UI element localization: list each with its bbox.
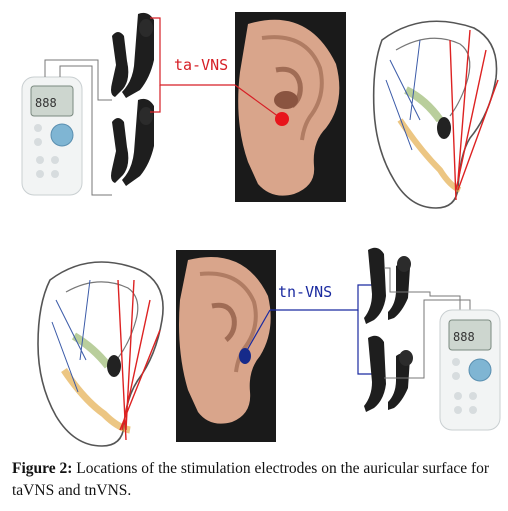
ear-photo [235,12,346,202]
ear-nerve-diagram [372,20,499,209]
electrode-dot [239,348,251,364]
ear-clip-electrode-icon [111,12,154,99]
ear-clip-electrode-icon [364,335,413,412]
svg-text:888: 888 [453,330,475,344]
figure-caption: Figure 2: Locations of the stimulation e… [12,458,502,502]
ta-vns-label: ta-VNS [174,56,228,74]
top-figure: 888 ta-VNS [21,12,499,209]
bottom-figure: tn-VNS 888 [37,247,501,447]
stimulator-device-icon: 888 [439,309,501,431]
stimulator-device-icon: 888 [21,76,83,196]
tn-vns-label: tn-VNS [278,283,332,301]
ear-nerve-diagram [37,261,164,447]
caption-text: Locations of the stimulation electrodes … [12,460,490,499]
ear-clip-electrode-icon [364,247,411,324]
svg-text:888: 888 [35,96,57,110]
ear-clip-electrode-icon [111,98,154,186]
figure-number: Figure 2: [12,460,73,477]
ear-photo [176,250,276,442]
electrode-dot [275,112,289,126]
